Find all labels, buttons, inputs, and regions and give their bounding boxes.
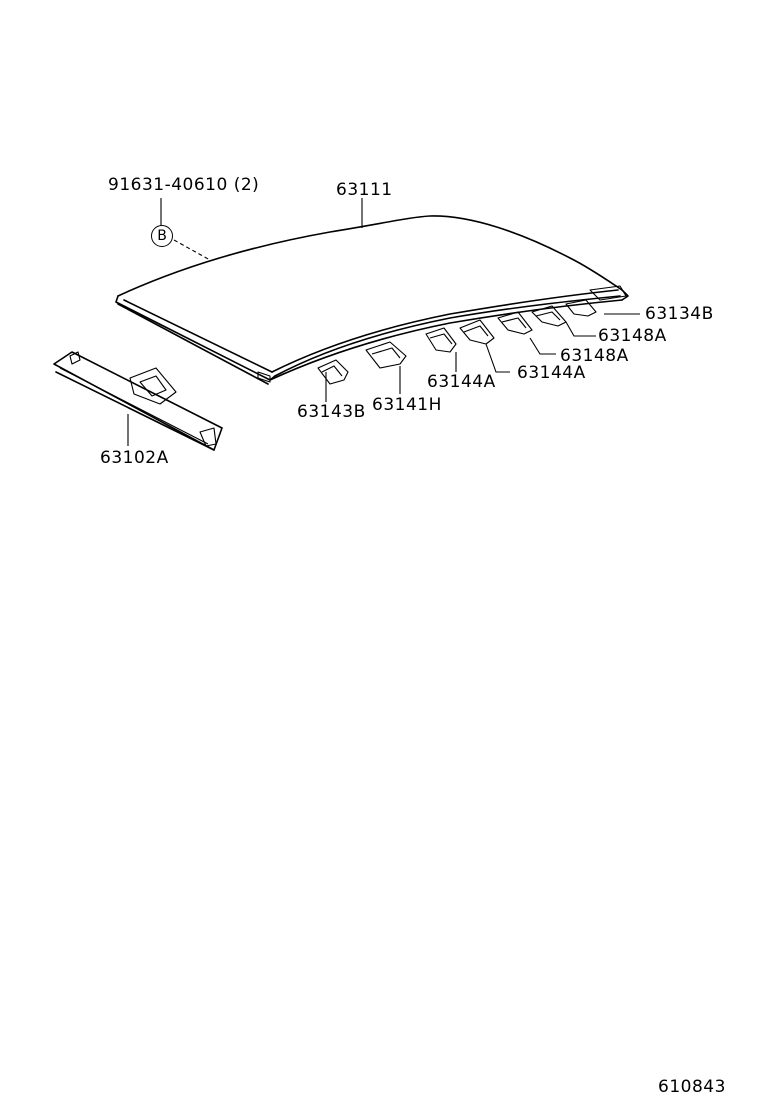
- label-reinf-3: 63144A: [427, 372, 496, 392]
- roof-reinforcements: [317, 299, 597, 385]
- label-diagram-id: 610843: [658, 1077, 726, 1097]
- label-front-header: 63102A: [100, 448, 169, 468]
- label-reinf-front: 63143B: [297, 402, 366, 422]
- label-bracket-rear: 63134B: [645, 304, 714, 324]
- label-bolt: 91631-40610 (2): [108, 175, 260, 195]
- callout-b-marker: B: [151, 225, 173, 247]
- roof-panel-drawing: [115, 215, 629, 385]
- label-roof-panel: 63111: [336, 180, 393, 200]
- leader-lines: [127, 198, 640, 446]
- label-reinf-2: 63148A: [560, 346, 629, 366]
- label-reinf-center: 63141H: [372, 395, 442, 415]
- label-reinf-4: 63144A: [517, 363, 586, 383]
- front-header-drawing: [53, 351, 223, 451]
- label-reinf-1: 63148A: [598, 326, 667, 346]
